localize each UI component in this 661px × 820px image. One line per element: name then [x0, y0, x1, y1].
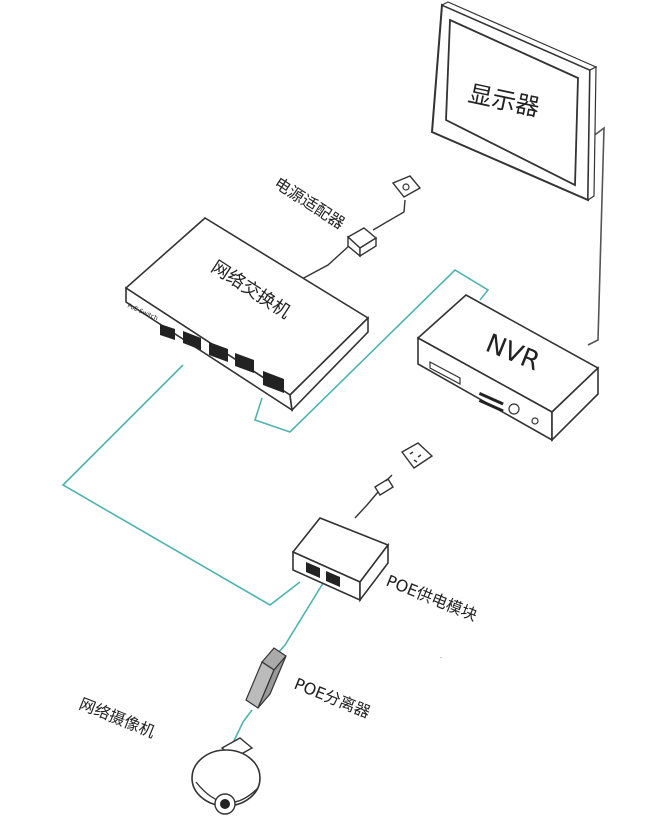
- monitor: [430, 1, 598, 202]
- cable-switch-to-nvr: [254, 268, 490, 433]
- power-adapter: [346, 227, 378, 258]
- nvr-front-buttons: [478, 391, 539, 425]
- power-plug: [354, 474, 394, 519]
- cable-splitter-to-camera: [231, 709, 253, 746]
- nvr: [416, 294, 600, 442]
- poe-splitter: [245, 647, 287, 709]
- poe-module-label: POE供电模块: [384, 571, 480, 625]
- camera-label: 网络摄像机: [77, 694, 158, 742]
- cable-switch-to-poe: [61, 364, 301, 606]
- wall-outlet-middle: [400, 442, 434, 469]
- cable-monitor-to-nvr: [587, 126, 605, 346]
- network-switch: [124, 217, 370, 412]
- switch-ports: [160, 324, 284, 393]
- wall-outlet-top: [391, 175, 422, 198]
- cable-poe-to-splitter: [269, 579, 326, 663]
- poe-module: [291, 517, 390, 603]
- network-camera: [191, 737, 261, 815]
- network-cables: [61, 268, 490, 746]
- poe-splitter-label: POE分离器: [292, 674, 374, 722]
- power-adapter-label: 电源适配器: [271, 173, 348, 233]
- small-mark: ·: [440, 655, 442, 662]
